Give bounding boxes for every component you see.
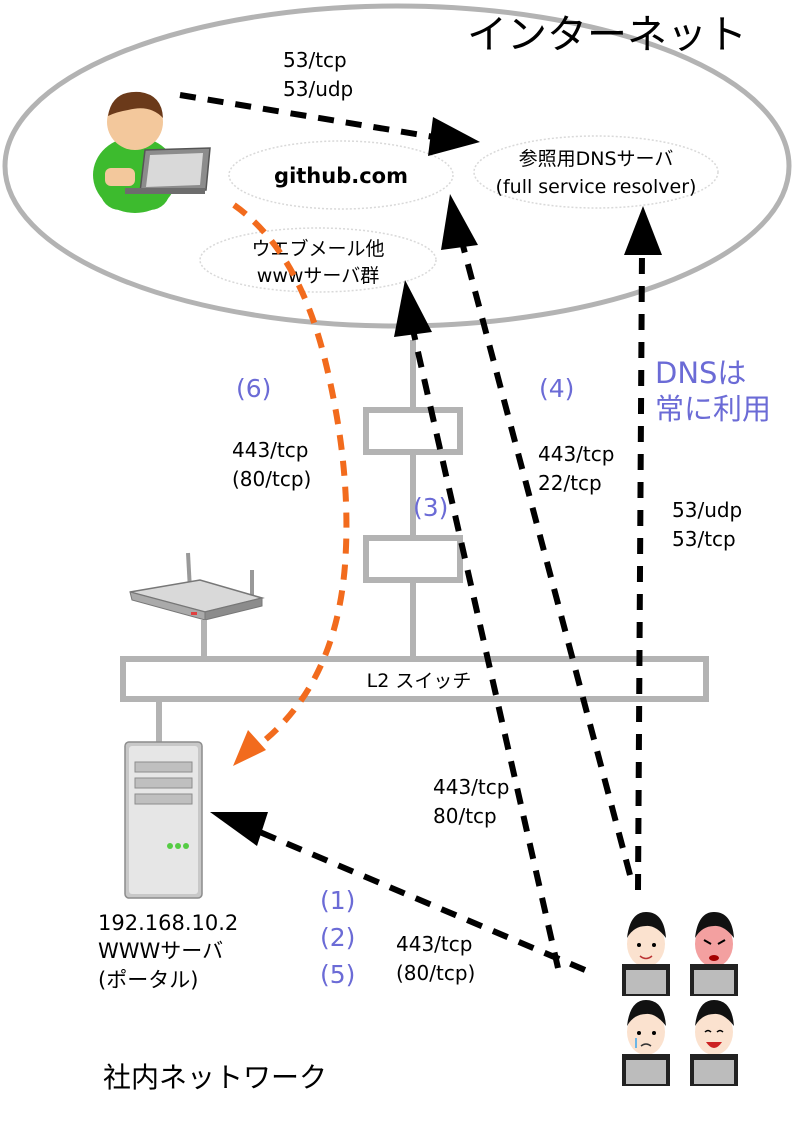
arrowhead-user-to-resolver <box>428 117 480 156</box>
ports-portal-return-2: (80/tcp) <box>232 467 311 491</box>
ports-external-dns-2: 53/udp <box>283 77 353 101</box>
step-5: (5) <box>320 960 355 989</box>
step-4: (4) <box>539 374 574 403</box>
resolver-node <box>473 135 719 209</box>
intranet-title: 社内ネットワーク <box>103 1061 327 1094</box>
webmail-label-1: ウエブメール他 <box>251 237 384 260</box>
dns-note-2: 常に利用 <box>655 392 771 426</box>
wifi-router-icon <box>129 552 265 621</box>
ports-github-out-2: 22/tcp <box>538 471 602 495</box>
portal-sub: (ポータル) <box>98 968 198 992</box>
ports-github-out-1: 443/tcp <box>538 442 614 466</box>
arrow-clients-to-webmail <box>410 329 561 969</box>
arrowhead-user-to-portal-orange <box>233 730 266 766</box>
step-3: (3) <box>413 493 448 522</box>
ports-web-out-1: 443/tcp <box>433 775 509 799</box>
arrowhead-clients-to-webmail <box>394 280 432 337</box>
arrow-user-to-portal-orange <box>232 202 350 743</box>
arrowhead-clients-to-dns <box>624 206 662 255</box>
resolver-label-1: 参照用DNSサーバ <box>519 148 674 170</box>
step-2: (2) <box>320 923 355 952</box>
step-1: (1) <box>320 886 355 915</box>
ports-dns-out-2: 53/tcp <box>672 527 736 551</box>
github-node <box>228 140 454 210</box>
arrowhead-clients-to-portal <box>210 812 268 846</box>
arrowhead-clients-to-github <box>441 194 478 250</box>
server-icon <box>124 741 203 899</box>
ports-external-dns-1: 53/tcp <box>283 48 347 72</box>
webmail-node <box>199 227 437 293</box>
internet-user-icon <box>93 91 211 213</box>
dns-note-1: DNSは <box>655 356 746 390</box>
arrow-clients-to-portal <box>253 827 587 973</box>
ports-portal-access-2: (80/tcp) <box>396 961 475 985</box>
arrow-clients-to-github <box>459 241 633 876</box>
ports-portal-access-1: 443/tcp <box>396 932 472 956</box>
portal-name: WWWサーバ <box>98 939 223 963</box>
l2-switch <box>120 656 709 702</box>
ports-portal-return-1: 443/tcp <box>232 438 308 462</box>
arrow-clients-to-dns <box>635 251 645 891</box>
intranet-users-icon <box>622 912 738 1086</box>
ports-web-out-2: 80/tcp <box>433 804 497 828</box>
router-box-lower <box>363 535 463 583</box>
step-6: (6) <box>236 374 271 403</box>
ports-dns-out-1: 53/udp <box>672 498 742 522</box>
arrow-user-to-resolver <box>179 92 441 141</box>
portal-ip: 192.168.10.2 <box>98 911 238 935</box>
l2-switch-label: L2 スイッチ <box>367 670 472 692</box>
internet-title: インターネット <box>467 12 747 58</box>
github-label: github.com <box>274 164 408 188</box>
webmail-label-2: wwwサーバ群 <box>257 265 379 287</box>
resolver-label-2: (full service resolver) <box>496 176 697 198</box>
router-box-upper <box>363 407 463 455</box>
